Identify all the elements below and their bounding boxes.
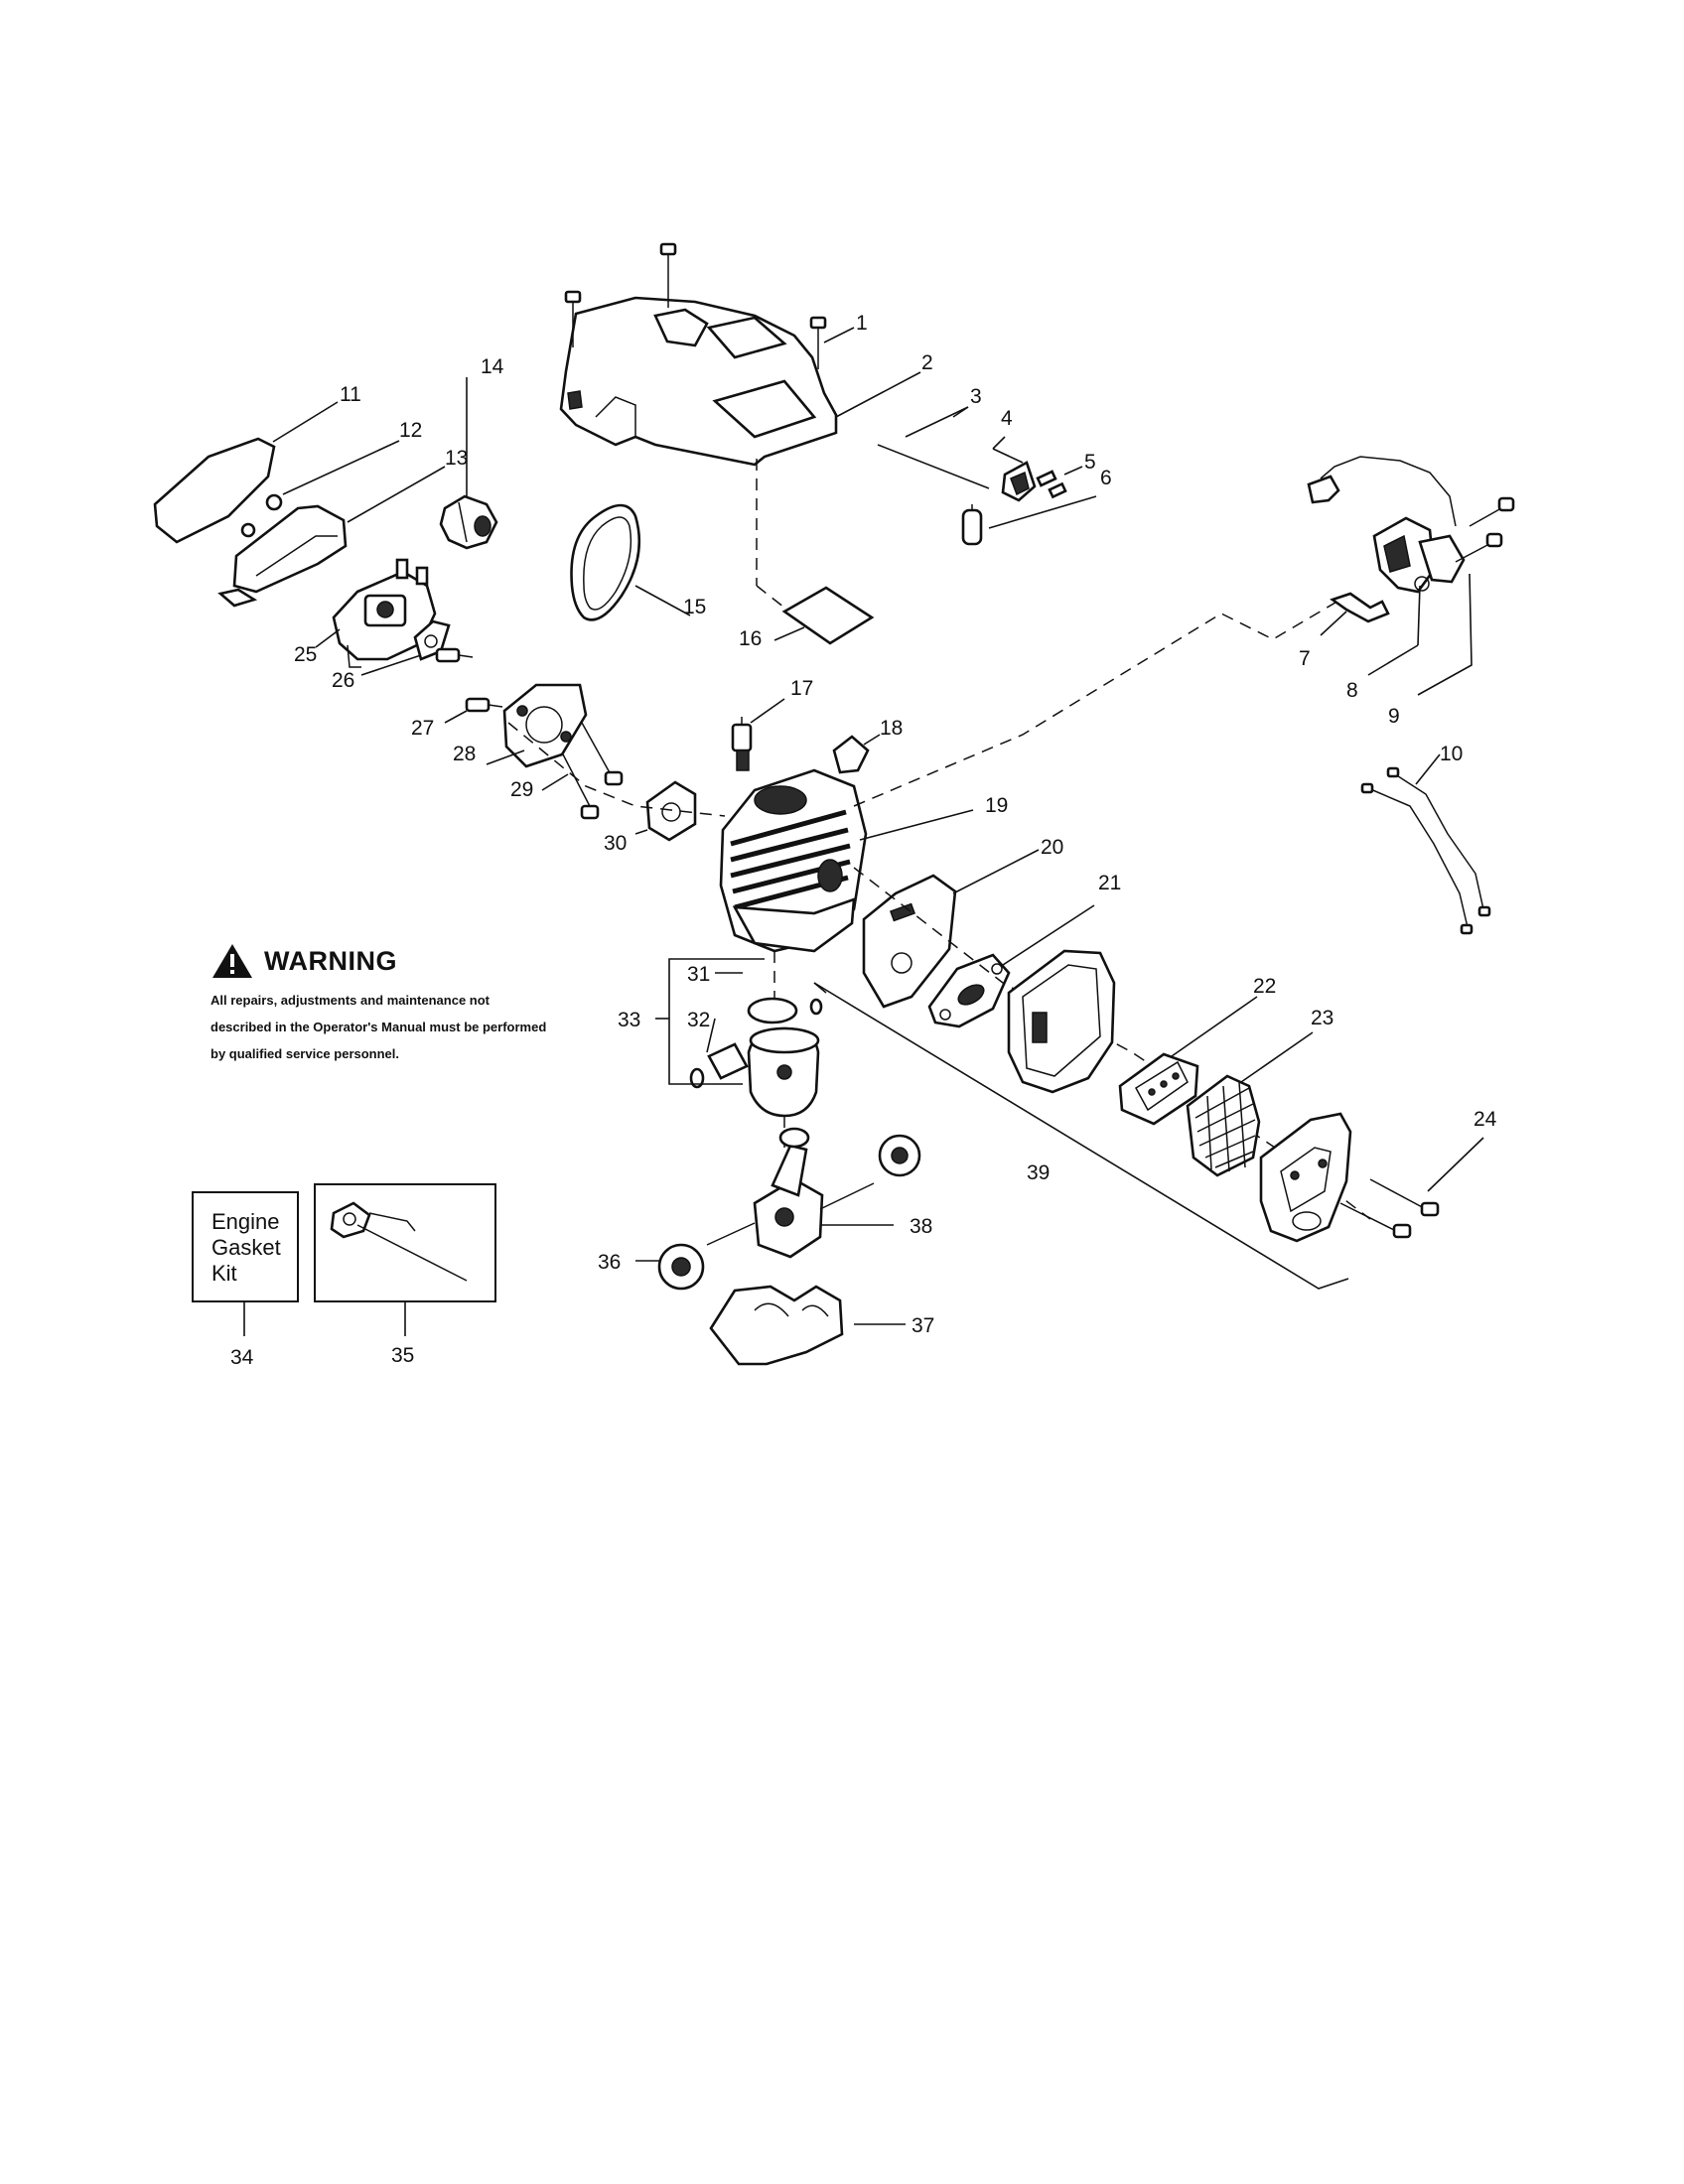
carburetor <box>332 558 437 668</box>
cover-screws <box>564 242 827 369</box>
spark-plug <box>731 717 753 771</box>
engine-gasket-kit-box: Engine Gasket Kit <box>192 1191 299 1302</box>
muffler-cover <box>1259 1112 1352 1243</box>
callout-37: 37 <box>912 1314 934 1337</box>
cylinder-cover <box>559 296 838 467</box>
callout-19: 19 <box>985 794 1008 817</box>
adapter-screw <box>435 647 503 713</box>
air-filter <box>217 504 348 608</box>
ignition-screws <box>1455 496 1515 563</box>
piston-ring <box>747 997 798 1024</box>
callout-17: 17 <box>790 677 813 700</box>
air-filter-cover <box>153 437 276 544</box>
warning-title: WARNING <box>264 945 397 976</box>
callout-33: 33 <box>618 1009 640 1031</box>
callout-29: 29 <box>510 778 533 801</box>
callout-36: 36 <box>598 1251 621 1274</box>
callout-14: 14 <box>481 355 504 378</box>
callout-2: 2 <box>921 351 933 374</box>
muffler-baffle <box>1118 1052 1199 1126</box>
ground-bracket <box>1330 592 1390 623</box>
crankshaft-bearings <box>657 1134 921 1291</box>
scrench-tool <box>330 1201 468 1282</box>
warning-triangle-icon <box>212 944 252 978</box>
callout-21: 21 <box>1098 872 1121 894</box>
callout-25: 25 <box>294 643 317 666</box>
callout-34: 34 <box>230 1346 254 1369</box>
callout-24: 24 <box>1474 1108 1497 1131</box>
callout-28: 28 <box>453 743 476 765</box>
callout-18: 18 <box>880 717 903 740</box>
warning-notice: WARNING All repairs, adjustments and mai… <box>210 941 548 1067</box>
callout-15: 15 <box>683 596 706 618</box>
callout-1: 1 <box>856 312 868 335</box>
callout-31: 31 <box>687 963 710 986</box>
engine-gasket-kit-label: Engine Gasket Kit <box>211 1209 281 1286</box>
callout-23: 23 <box>1311 1007 1333 1029</box>
muffler-body <box>1007 949 1116 1094</box>
callout-38: 38 <box>910 1215 932 1238</box>
warning-text: All repairs, adjustments and maintenance… <box>210 993 547 1061</box>
cylinder-bolts <box>561 722 624 820</box>
callout-7: 7 <box>1299 647 1311 670</box>
fuel-filter <box>961 504 983 546</box>
callout-6: 6 <box>1100 467 1112 489</box>
intake-adapter <box>502 683 588 768</box>
air-filter-nut <box>265 493 283 511</box>
spark-arrestor-screen <box>1186 1074 1261 1177</box>
vent-hose <box>877 444 990 489</box>
callout-12: 12 <box>399 419 422 442</box>
crankshaft <box>706 1127 875 1259</box>
callout-39: 39 <box>1027 1161 1050 1184</box>
piston-pin <box>689 998 823 1089</box>
crankcase-half <box>709 1285 844 1366</box>
callout-10: 10 <box>1440 743 1463 765</box>
decal <box>781 586 875 645</box>
callout-11: 11 <box>340 383 361 406</box>
cylinder <box>719 768 868 953</box>
heat-shield <box>862 874 957 1009</box>
impulse-ring <box>570 503 641 621</box>
callout-20: 20 <box>1041 836 1063 859</box>
callout-16: 16 <box>739 627 762 650</box>
tool-box <box>314 1183 496 1302</box>
spark-plug-boot <box>832 735 870 774</box>
muffler-bolts <box>1339 1178 1440 1239</box>
callout-13: 13 <box>445 447 468 470</box>
callout-4: 4 <box>1001 407 1013 430</box>
callout-5: 5 <box>1084 451 1096 474</box>
warning-header: WARNING <box>210 941 548 981</box>
callout-27: 27 <box>411 717 434 740</box>
callout-3: 3 <box>970 385 982 408</box>
callout-26: 26 <box>332 669 354 692</box>
callout-9: 9 <box>1388 705 1400 728</box>
callout-22: 22 <box>1253 975 1276 998</box>
muffler-gasket <box>927 953 1011 1028</box>
ignition-wires <box>1360 766 1491 935</box>
callout-32: 32 <box>687 1009 710 1031</box>
valve-assembly <box>1001 461 1067 502</box>
piston <box>747 1026 820 1118</box>
intake-boot <box>439 494 498 550</box>
ignition-module <box>1307 456 1466 594</box>
callout-30: 30 <box>604 832 627 855</box>
callout-35: 35 <box>391 1344 414 1367</box>
callout-labels: 1 2 3 4 5 6 7 8 9 10 11 12 13 14 15 16 1… <box>230 312 1497 1369</box>
adapter-gasket <box>645 780 697 842</box>
callout-8: 8 <box>1346 679 1358 702</box>
